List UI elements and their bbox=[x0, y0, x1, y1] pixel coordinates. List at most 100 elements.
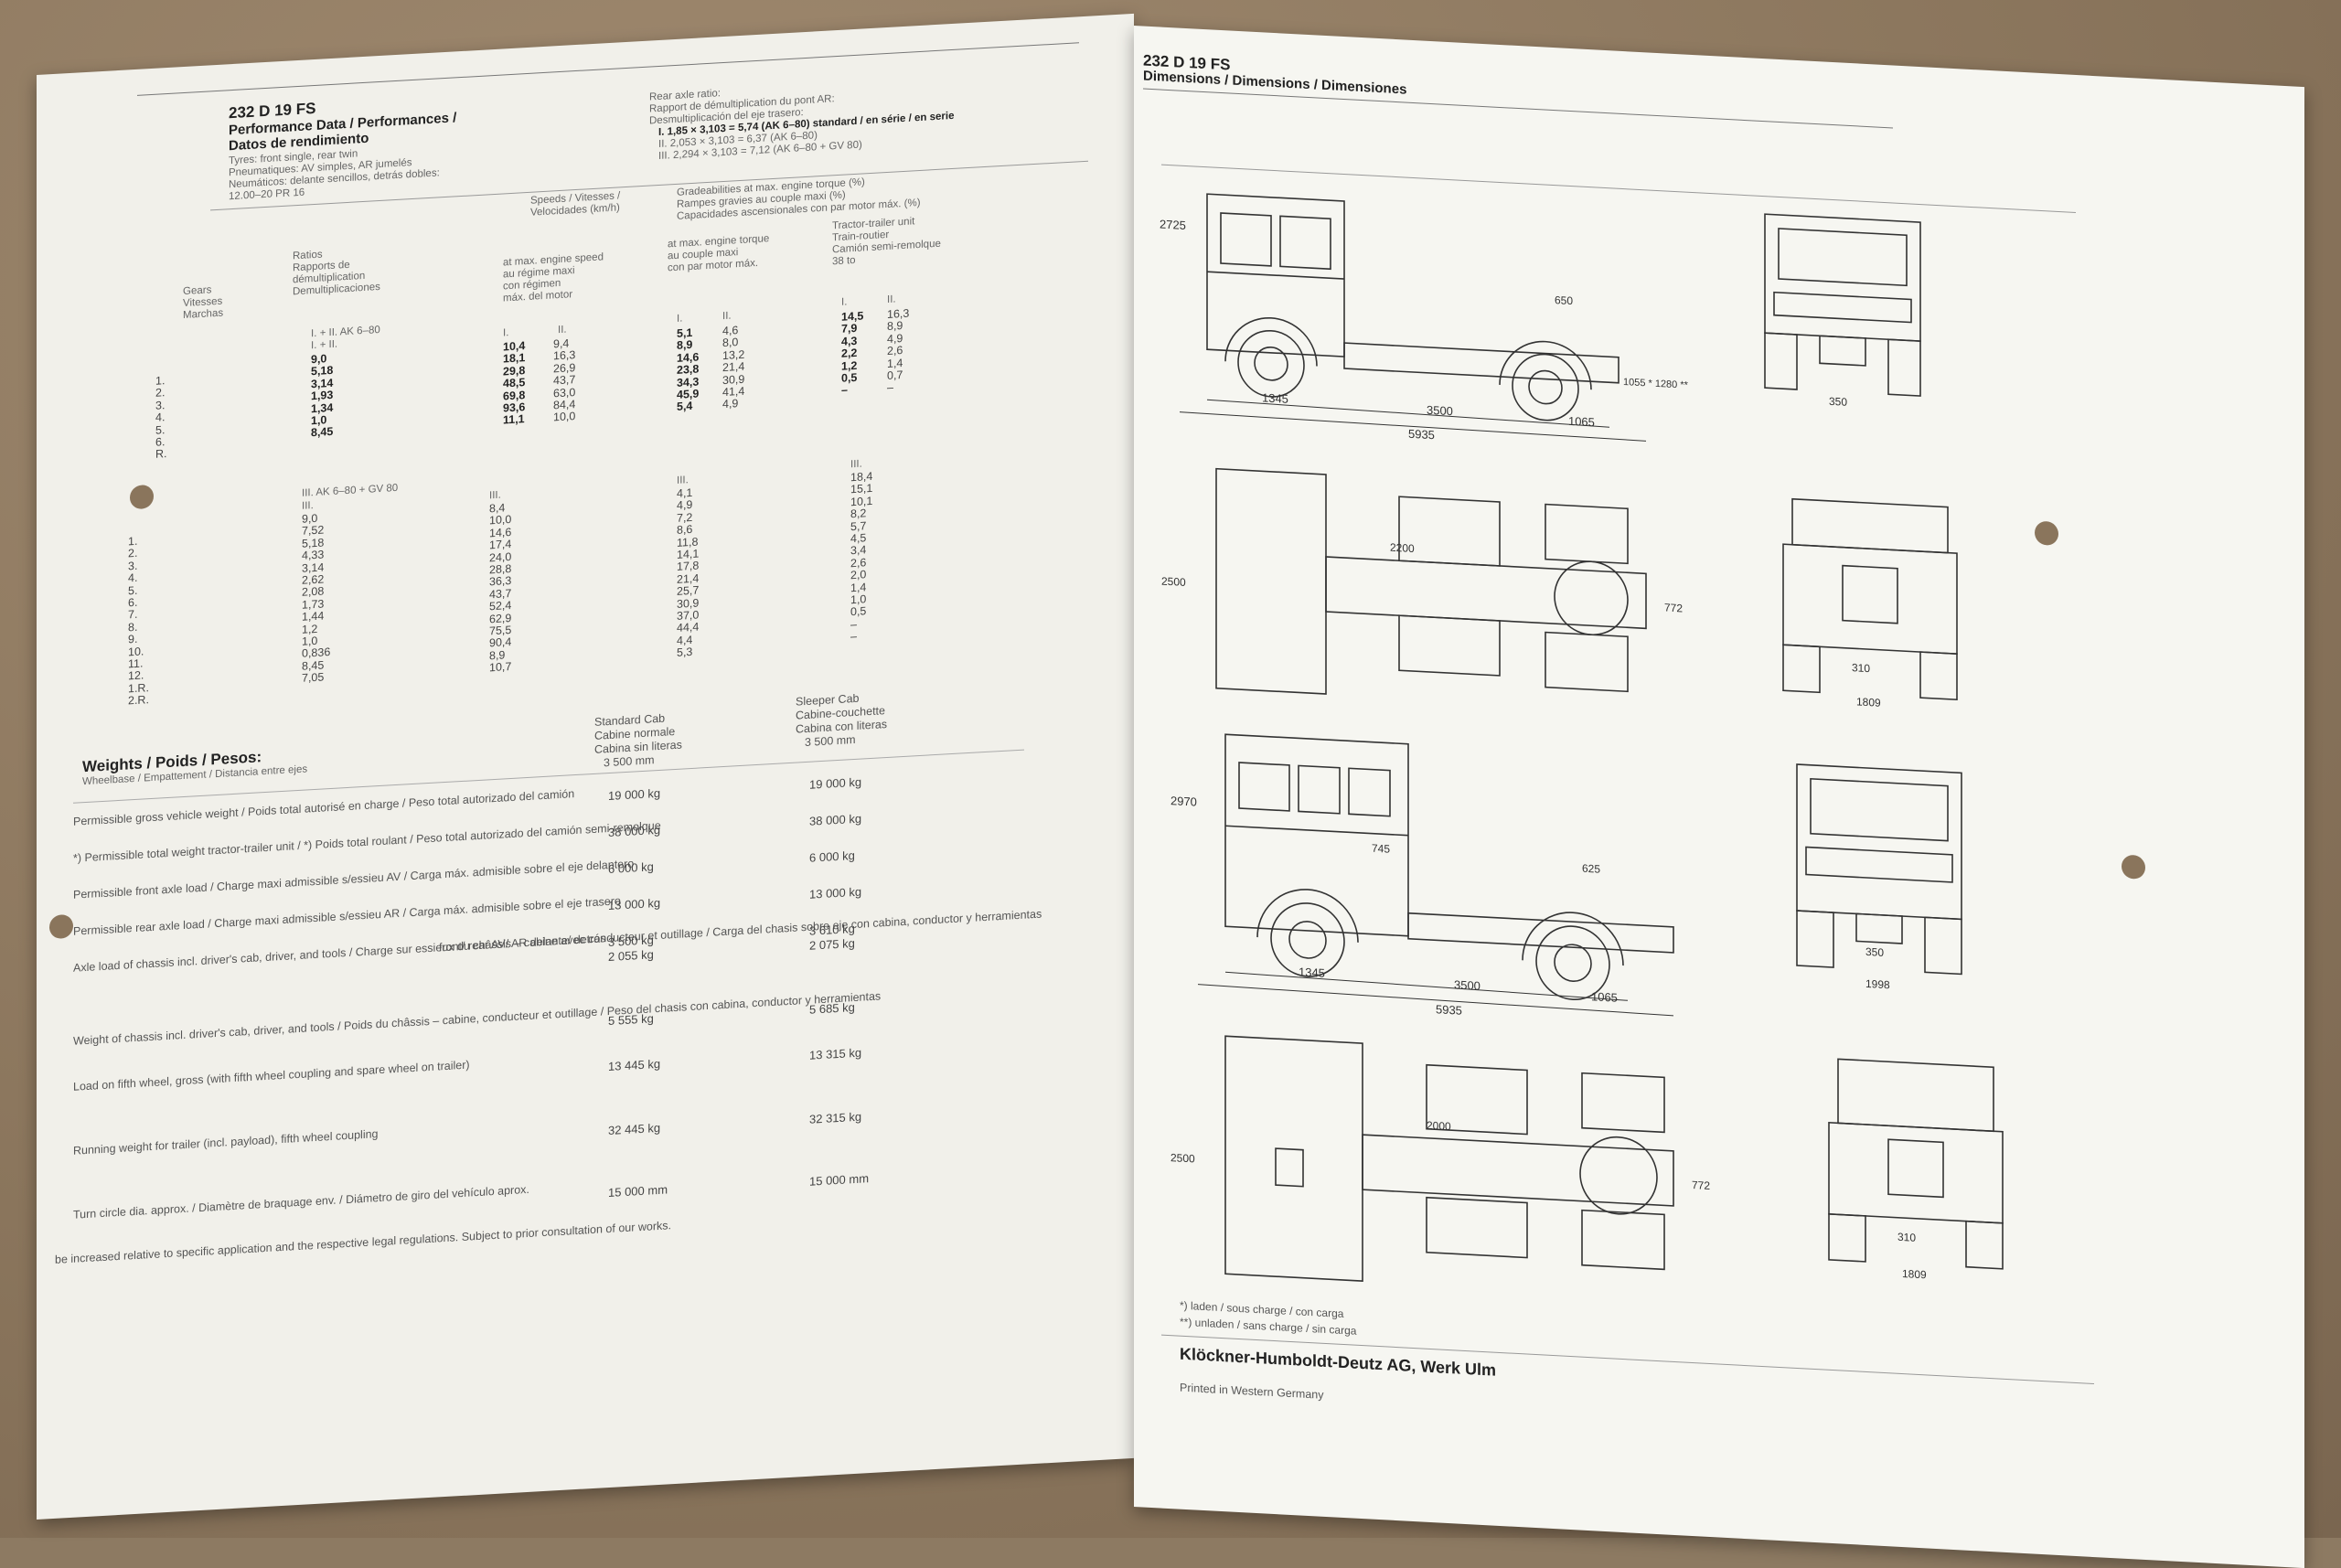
performance-sheet: 232 D 19 FS Performance Data / Performan… bbox=[37, 13, 1134, 1520]
tractor-header: 38 to bbox=[832, 254, 856, 268]
dim-wheelbase: 3500 bbox=[1427, 403, 1453, 419]
dim-length: 5935 bbox=[1436, 1002, 1462, 1018]
table1-gears: 1. 2. 3. 4. 5. 6. R. bbox=[155, 374, 167, 462]
weight-sleeper: 13 000 kg bbox=[809, 884, 862, 901]
weight-std: 13 445 kg bbox=[608, 1056, 661, 1074]
weight-row-label: Permissible gross vehicle weight / Poids… bbox=[73, 787, 575, 828]
weight-std: 32 445 kg bbox=[608, 1120, 661, 1138]
dim-coupling: 650 bbox=[1555, 293, 1573, 307]
top-view-sleeper-cab: 2500 772 2000 bbox=[1170, 1035, 1710, 1282]
ratios-header: Ratios bbox=[293, 249, 323, 262]
dim-rear: 1065 bbox=[1568, 414, 1595, 430]
dim-rear: 1065 bbox=[1591, 989, 1618, 1005]
col-label: II. bbox=[722, 310, 732, 323]
standard-cab-header: 3 500 mm bbox=[604, 753, 655, 770]
table1-grade-ii: 4,6 8,0 13,2 21,4 30,9 41,4 4,9 bbox=[722, 324, 745, 411]
weight-std: 15 000 mm bbox=[608, 1182, 668, 1200]
weight-std: 3 500 kg bbox=[608, 933, 654, 950]
weight-std: 6 000 kg bbox=[608, 859, 654, 877]
dim-rear-track: 1809 bbox=[1902, 1267, 1927, 1281]
printed-in: Printed in Western Germany bbox=[1180, 1381, 1324, 1402]
weight-sleeper: 19 000 kg bbox=[809, 774, 862, 792]
col-label: III. bbox=[489, 489, 501, 502]
weight-std: 13 000 kg bbox=[608, 895, 661, 913]
dim-coupling: 625 bbox=[1582, 862, 1600, 876]
col-label: II. bbox=[887, 293, 896, 306]
table1-tractor-ii: 16,3 8,9 4,9 2,6 1,4 0,7 – bbox=[887, 306, 910, 395]
dim-front: 1345 bbox=[1299, 965, 1325, 980]
punch-hole bbox=[49, 913, 73, 940]
weight-row-label: Load on fifth wheel, gross (with fifth w… bbox=[73, 1058, 470, 1093]
dim-width: 2500 bbox=[1161, 575, 1186, 589]
front-view-sleeper-cab: 350 1998 bbox=[1796, 763, 1962, 991]
sleeper-cab-header: 3 500 mm bbox=[805, 732, 856, 750]
footnote: be increased relative to specific applic… bbox=[55, 1219, 671, 1266]
col-label: III. bbox=[677, 475, 689, 486]
weight-sleeper: 6 000 kg bbox=[809, 848, 855, 865]
axle-side-label: front/ rear AV/ AR delante/ detrás bbox=[439, 932, 606, 955]
col-label: I. bbox=[503, 327, 509, 339]
table3-gears: 1. 2. 3. 4. 5. 6. 7. 8. 9. 10. 11. 12. 1… bbox=[128, 534, 149, 708]
dim-cab: 745 bbox=[1372, 842, 1390, 856]
table1-ratios: 9,0 5,18 3,14 1,93 1,34 1,0 8,45 bbox=[311, 352, 334, 440]
dim-track: 1998 bbox=[1865, 977, 1890, 991]
col-label: III. bbox=[850, 458, 862, 471]
rear-view-sleeper-cab: 310 1809 bbox=[1828, 1058, 2004, 1281]
weight-std: 2 055 kg bbox=[608, 947, 654, 965]
weight-row-label: Turn circle dia. approx. / Diamètre de b… bbox=[73, 1182, 529, 1221]
dim-track: 350 bbox=[1829, 395, 1847, 409]
gears-header: Gears bbox=[183, 284, 212, 298]
weight-std: 38 000 kg bbox=[608, 822, 661, 840]
dim-radius: 2000 bbox=[1427, 1119, 1451, 1133]
dim-centre: 310 bbox=[1852, 661, 1870, 675]
col-label: I. bbox=[841, 296, 848, 308]
gears-header: Vitesses bbox=[183, 295, 223, 310]
table3-title: III. AK 6–80 + GV 80 bbox=[302, 482, 399, 499]
punch-hole bbox=[2122, 854, 2145, 880]
table1-speed-i: 10,4 18,1 29,8 48,5 69,8 93,6 11,1 bbox=[503, 339, 526, 427]
table3-ratios: 9,0 7,52 5,18 4,33 3,14 2,62 2,08 1,73 1… bbox=[302, 511, 331, 686]
weight-std: 19 000 kg bbox=[608, 785, 661, 804]
front-view-standard-cab: 350 bbox=[1764, 213, 1921, 409]
table1-subtitle: I. + II. bbox=[311, 338, 338, 352]
punch-hole bbox=[2035, 520, 2058, 546]
gears-header: Marchas bbox=[183, 307, 224, 322]
dim-track: 350 bbox=[1865, 945, 1884, 959]
dim-wheelbase: 3500 bbox=[1454, 977, 1480, 993]
weight-sleeper: 3 610 kg bbox=[809, 921, 855, 938]
weight-sleeper: 5 685 kg bbox=[809, 999, 855, 1017]
weight-sleeper: 2 075 kg bbox=[809, 935, 855, 953]
top-view-standard-cab: 2500 772 2200 bbox=[1161, 467, 1683, 695]
weight-sleeper: 32 315 kg bbox=[809, 1109, 862, 1126]
table1-tractor-i: 14,5 7,9 4,3 2,2 1,2 0,5 – bbox=[841, 309, 864, 398]
table3-tractor: 18,4 15,1 10,1 8,2 5,7 4,5 3,4 2,6 2,0 1… bbox=[850, 469, 873, 644]
table1-speed-ii: 9,4 16,3 26,9 43,7 63,0 84,4 10,0 bbox=[553, 336, 576, 424]
weight-row-label: *) Permissible total weight tractor-trai… bbox=[73, 818, 661, 865]
dim-height: 2970 bbox=[1170, 794, 1197, 809]
table1-grade-i: 5,1 8,9 14,6 23,8 34,3 45,9 5,4 bbox=[677, 325, 700, 414]
dim-frame: 772 bbox=[1692, 1179, 1710, 1192]
dim-rear-track: 1809 bbox=[1856, 695, 1881, 709]
dim-height: 2725 bbox=[1160, 217, 1186, 232]
dim-fifth-wheel: 1055 * 1280 ** bbox=[1623, 377, 1689, 391]
dim-front: 1345 bbox=[1262, 390, 1288, 406]
weight-std: 5 555 kg bbox=[608, 1011, 654, 1029]
punch-hole bbox=[130, 484, 154, 510]
weight-row-label: Permissible rear axle load / Charge maxi… bbox=[73, 894, 621, 938]
col-label: III. bbox=[302, 500, 314, 512]
rear-view-standard-cab: 310 1809 bbox=[1782, 497, 1958, 709]
weight-sleeper: 38 000 kg bbox=[809, 811, 862, 828]
weight-row-label: Weight of chassis incl. driver's cab, dr… bbox=[73, 989, 882, 1048]
table1-title: I. + II. AK 6–80 bbox=[311, 324, 380, 340]
table3-grade: 4,1 4,9 7,2 8,6 11,8 14,1 17,8 21,4 25,7… bbox=[677, 485, 700, 660]
dim-centre: 310 bbox=[1897, 1231, 1916, 1244]
weight-row-label: Permissible front axle load / Charge max… bbox=[73, 857, 635, 901]
dim-frame: 772 bbox=[1664, 601, 1683, 614]
col-label: I. bbox=[677, 313, 683, 325]
weight-sleeper: 15 000 mm bbox=[809, 1171, 870, 1189]
side-view-standard-cab: 2725 1345 3500 1065 5935 650 1055 * 1280… bbox=[1160, 193, 1689, 442]
weight-row-label: Running weight for trailer (incl. payloa… bbox=[73, 1127, 379, 1157]
dim-width: 2500 bbox=[1170, 1151, 1195, 1165]
col-label: II. bbox=[558, 324, 567, 336]
